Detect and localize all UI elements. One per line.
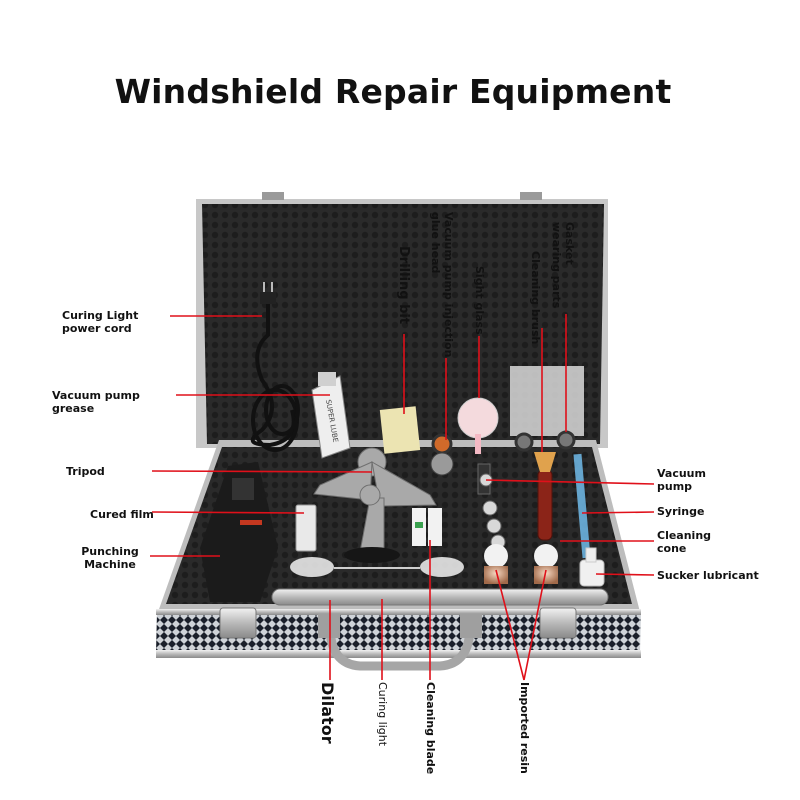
label-tripod: Tripod	[66, 465, 105, 478]
label-syringe: Syringe	[657, 505, 705, 518]
sucker-right	[420, 557, 464, 577]
drill-bit-card	[379, 406, 421, 454]
punching-machine	[200, 462, 278, 602]
tripod	[313, 447, 437, 553]
label-dilator: Dilator	[318, 682, 337, 744]
power-cord	[250, 304, 300, 452]
page-title: Windshield Repair Equipment	[114, 72, 672, 111]
label-vacuum-pump-grease: Vacuum pump grease	[52, 389, 140, 415]
label-gasket-wearing-parts: Gasket wearing parts	[550, 222, 576, 309]
label-punching-machine: Punching Machine	[81, 545, 139, 571]
label-cleaning-brush: Cleaning brush	[529, 251, 542, 345]
label-vacuum-pump-injection-glue-head: Vacuum pump injection glue head	[429, 212, 455, 358]
curing-light-bar	[271, 588, 609, 606]
label-imported-resin: Imported resin	[518, 682, 531, 774]
label-cured-film: Cured film	[90, 508, 154, 521]
grease-tube: SUPER LUBE	[311, 372, 351, 459]
label-cleaning-cone: Cleaning cone	[657, 529, 712, 555]
lubricant-bottle	[579, 559, 605, 587]
label-cleaning-blade: Cleaning blade	[424, 682, 437, 775]
pointer-lines	[150, 314, 655, 681]
label-curing-light-power-cord: Curing Light power cord	[62, 309, 139, 335]
gasket-bag	[510, 366, 584, 436]
label-curing-light: Curing light	[376, 682, 389, 747]
label-vacuum-pump: Vacuum pump	[657, 467, 706, 493]
sucker-left	[290, 557, 334, 577]
label-drilling-bit: Drilling bit	[396, 246, 411, 325]
resin-bottles	[484, 544, 558, 584]
sight-glass	[457, 397, 499, 439]
syringe	[573, 453, 591, 559]
cured-film	[295, 504, 317, 552]
case-bottom	[156, 440, 641, 671]
label-sucker-lubricant: Sucker lubricant	[657, 569, 759, 582]
label-sight-glass: Sight glass	[473, 266, 486, 335]
case-lid	[196, 192, 608, 448]
